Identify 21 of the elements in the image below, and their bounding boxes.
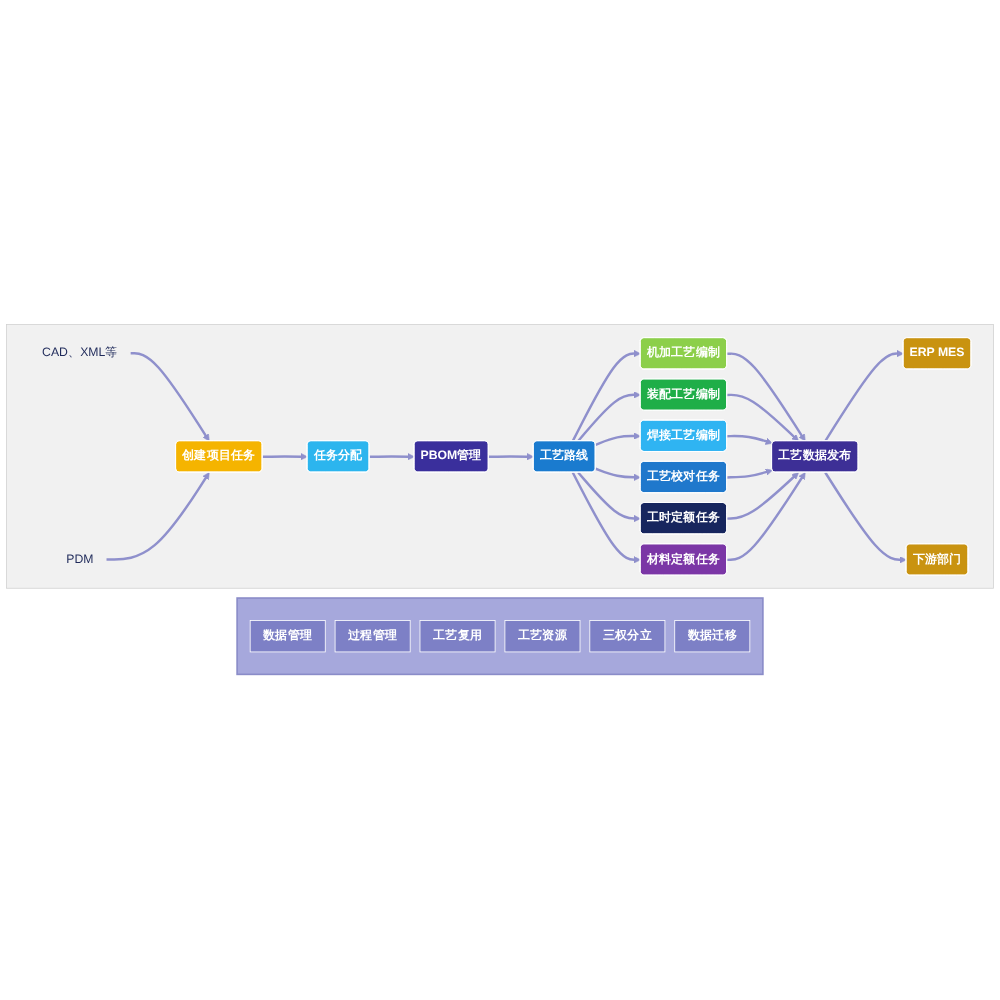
arrow — [727, 435, 773, 446]
arrow — [727, 352, 806, 442]
arrow — [824, 350, 904, 443]
arrow — [595, 468, 641, 482]
arrow — [106, 472, 210, 562]
arrow — [824, 472, 907, 564]
arrow — [577, 391, 641, 443]
cluster — [236, 597, 764, 676]
cluster — [6, 324, 994, 590]
arrow — [262, 453, 308, 461]
arrow — [727, 472, 799, 521]
arrow — [488, 453, 534, 461]
arrow — [571, 472, 641, 564]
arrow — [577, 472, 641, 523]
arrow — [369, 453, 415, 461]
arrow — [595, 433, 641, 447]
arrow — [727, 394, 799, 442]
arrow — [727, 469, 773, 480]
arrow — [727, 472, 806, 562]
arrow — [571, 350, 641, 443]
arrow — [130, 352, 210, 442]
